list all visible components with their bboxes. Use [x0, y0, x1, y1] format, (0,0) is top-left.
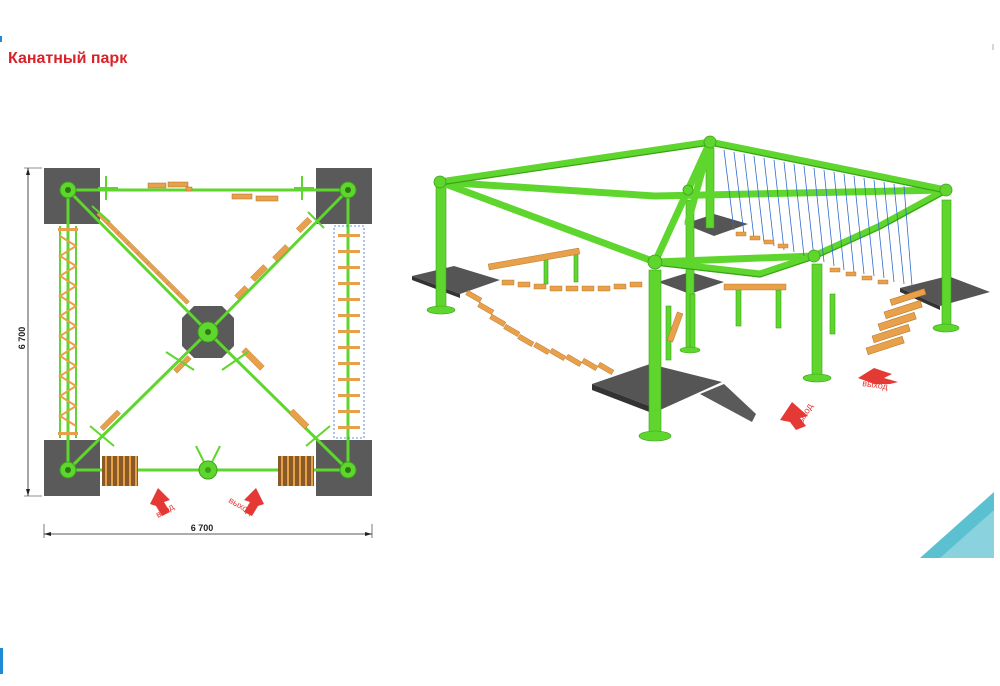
diagonal-steps-bottom-left — [99, 355, 192, 431]
exit-arrow: выход — [227, 488, 264, 517]
render-platform-back — [684, 214, 748, 236]
render-entrance-arrow: выход — [780, 401, 815, 430]
top-posts — [98, 176, 314, 200]
page-title: Канатный парк — [8, 50, 128, 67]
perspective-render: выход выход — [412, 135, 990, 442]
height-dimension-label: 6 700 — [17, 327, 27, 350]
render-platform-left — [412, 266, 500, 294]
render-middle-bridge — [487, 247, 787, 343]
render-left-bridge — [465, 289, 615, 375]
bottom-stairs — [102, 456, 314, 486]
dimension-width: 6 700 — [43, 523, 373, 538]
pillar-heads — [59, 181, 357, 479]
edge-marker-bottom — [0, 648, 3, 674]
edge-marker — [0, 36, 2, 42]
entrance-arrow: вход — [150, 488, 176, 520]
right-rope-bridge — [333, 225, 365, 439]
diagonal-ladder-top-left — [96, 211, 190, 305]
width-dimension-label: 6 700 — [191, 523, 214, 533]
render-joint-hubs — [433, 135, 953, 270]
render-exit-arrow: выход — [858, 368, 898, 392]
diagonal-steps-bottom-right — [241, 347, 310, 430]
dimension-height: 6 700 — [17, 167, 42, 497]
render-ramp — [700, 384, 756, 422]
diagonal-steps-top-right — [234, 216, 313, 300]
bottom-center-mast — [195, 445, 221, 480]
render-rope-bridge-planks — [735, 231, 889, 285]
plan-view: 6 700 6 700 — [17, 167, 373, 538]
render-pillars — [435, 147, 952, 437]
render-exit-label: выход — [862, 378, 890, 392]
render-stairs — [865, 288, 927, 355]
render-base-plates — [426, 305, 960, 442]
left-net-bridge — [58, 226, 78, 438]
top-crossing — [147, 181, 279, 202]
edge-marker-right — [992, 44, 994, 50]
render-rope-net — [723, 149, 913, 287]
diagonal-posts — [89, 205, 331, 447]
